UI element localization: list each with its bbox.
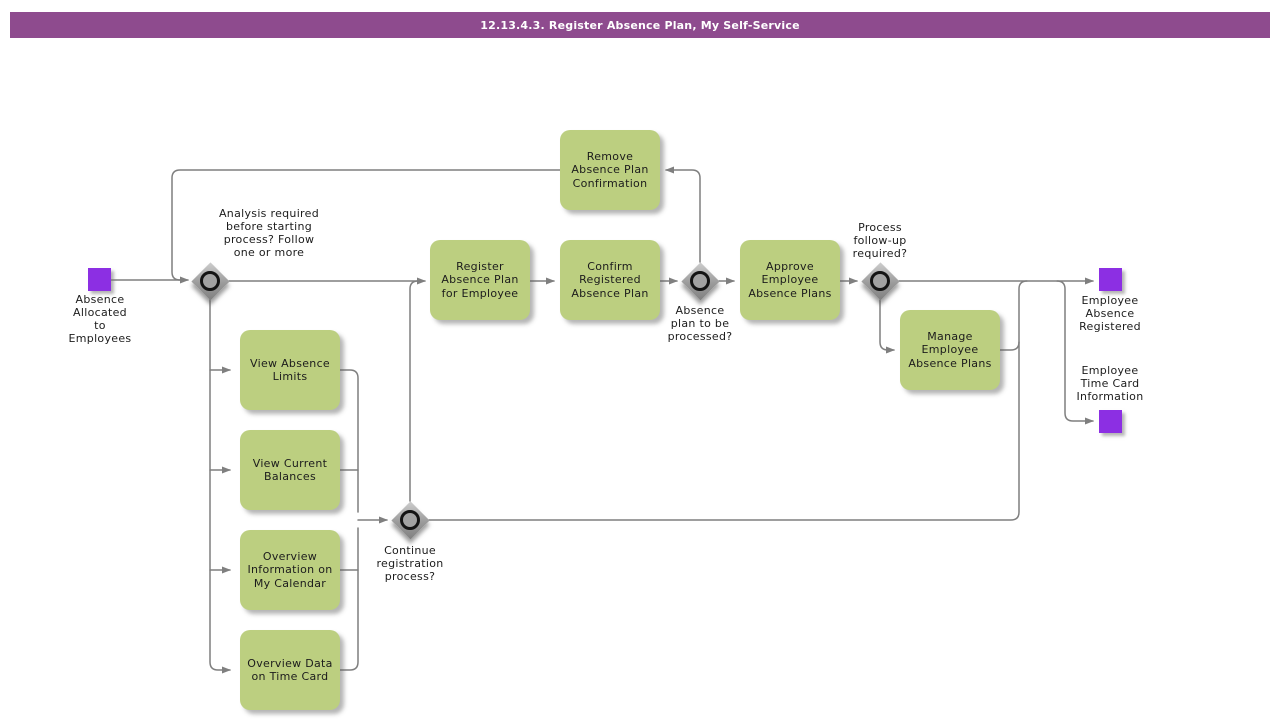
edge-analysis-down-trunk — [209, 298, 231, 674]
task-register-absence-plan[interactable]: Register Absence Plan for Employee — [430, 240, 530, 320]
task-remove-plan-confirmation[interactable]: Remove Absence Plan Confirmation — [560, 130, 660, 210]
gateway-circle-icon — [400, 510, 420, 530]
gateway-circle-icon — [690, 271, 710, 291]
end-event-absence-registered-label: Employee Absence Registered — [1079, 294, 1141, 333]
task-overview-data-timecard[interactable]: Overview Data on Time Card — [240, 630, 340, 710]
task-overview-information-calendar[interactable]: Overview Information on My Calendar — [240, 530, 340, 610]
start-event-absence-allocated — [88, 268, 111, 291]
task-confirm-registered-plan[interactable]: Confirm Registered Absence Plan — [560, 240, 660, 320]
task-approve-employee-plans[interactable]: Approve Employee Absence Plans — [740, 240, 840, 320]
gateway-continue-registration — [390, 500, 430, 540]
gateway-followup-label: Process follow-up required? — [852, 221, 908, 260]
edge-followup-down-to-manage — [879, 299, 895, 354]
gateway-circle-icon — [200, 271, 220, 291]
edge-continue-up-to-register — [409, 280, 419, 502]
gateway-analysis-required — [190, 261, 230, 301]
diagram-title: 12.13.4.3. Register Absence Plan, My Sel… — [10, 12, 1270, 38]
end-event-timecard-information — [1099, 410, 1122, 433]
gateway-continue-label: Continue registration process? — [376, 544, 444, 583]
task-manage-employee-plans[interactable]: Manage Employee Absence Plans — [900, 310, 1000, 390]
task-view-absence-limits[interactable]: View Absence Limits — [240, 330, 340, 410]
edge-limits-out — [339, 369, 359, 513]
task-view-current-balances[interactable]: View Current Balances — [240, 430, 340, 510]
end-event-timecard-label: Employee Time Card Information — [1076, 364, 1144, 403]
gateway-processed-label: Absence plan to be processed? — [667, 304, 733, 343]
gateway-circle-icon — [870, 271, 890, 291]
end-event-absence-registered — [1099, 268, 1122, 291]
gateway-process-followup — [860, 261, 900, 301]
edge-manage-out-merge — [999, 341, 1020, 351]
edge-processed-up-to-remove — [665, 166, 701, 263]
start-event-label: Absence Allocated to Employees — [68, 293, 132, 345]
gateway-absence-plan-processed — [680, 261, 720, 301]
gateway-analysis-label: Analysis required before starting proces… — [218, 207, 319, 259]
